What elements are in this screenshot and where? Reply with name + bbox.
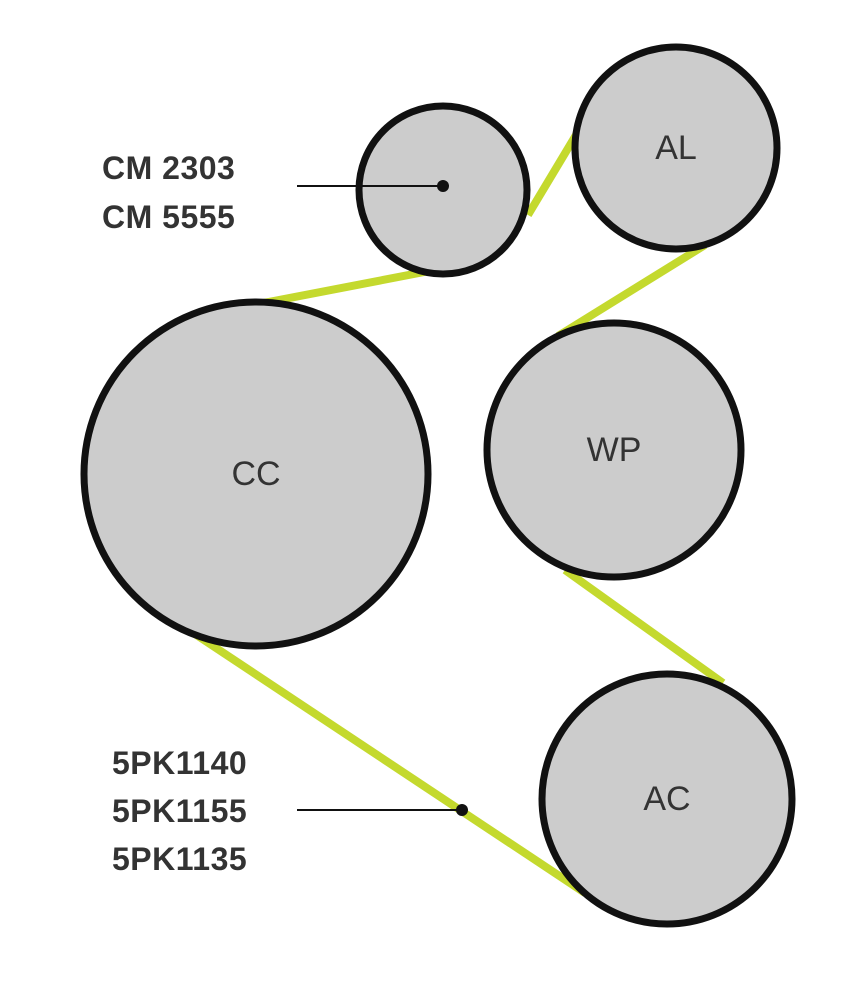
pulley-ac-label: AC — [643, 780, 690, 818]
pulley-wp: WP — [483, 319, 745, 581]
belt-part-number-2: 5PK1155 — [112, 793, 247, 829]
pulley-cc: CC — [80, 298, 432, 650]
belt-segment-al-wp — [555, 241, 708, 340]
pulley-cc-label: CC — [231, 455, 280, 493]
pulley-al-label: AL — [655, 129, 697, 167]
belt-part-number-3: 5PK1135 — [112, 841, 247, 877]
pulley-ac-circle — [538, 670, 796, 928]
belt — [189, 117, 726, 897]
belt-segment-wp-ac — [562, 566, 726, 687]
tensioner-part-number-2: CM 5555 — [102, 199, 235, 235]
belt-leader-dot — [456, 804, 468, 816]
belt-segment-cc-cm — [247, 264, 446, 310]
tensioner-part-number-1: CM 2303 — [102, 150, 235, 186]
pulley-al-circle — [571, 43, 781, 253]
pulley-cc-circle — [80, 298, 432, 650]
pulley-wp-label: WP — [587, 431, 642, 469]
tensioner-callout: CM 2303 CM 5555 — [102, 150, 449, 235]
belt-callout: 5PK1140 5PK1155 5PK1135 — [112, 745, 468, 877]
pulley-ac: AC — [538, 670, 796, 928]
pulley-al: AL — [571, 43, 781, 253]
belt-part-number-1: 5PK1140 — [112, 745, 247, 781]
belt-segment-ac-cc — [189, 628, 588, 897]
pulley-wp-circle — [483, 319, 745, 581]
tensioner-leader-dot — [437, 180, 449, 192]
